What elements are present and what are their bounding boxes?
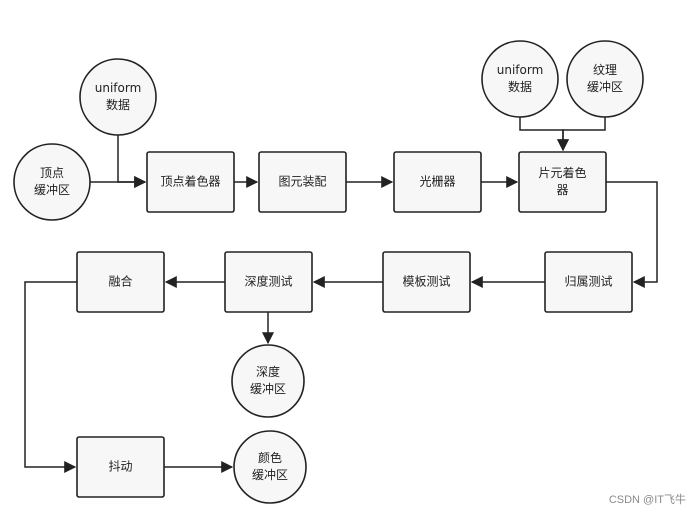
node-stencil-test: 模板测试 (382, 251, 471, 313)
node-depth-test-shape (224, 251, 313, 313)
edge-texture-buffer-to-fragment-shader (557, 117, 606, 152)
node-rasterizer-label-0: 光栅器 (419, 174, 455, 189)
node-texture-buffer-label-1: 缓冲区 (587, 79, 623, 94)
node-vertex-buffer-label-1: 缓冲区 (34, 182, 70, 197)
node-color-buffer-shape (233, 430, 307, 504)
edge-uniform-left-to-vertex-shader (117, 135, 147, 188)
node-uniform-left: uniform 数据 (79, 58, 157, 136)
node-primitive-assembly-shape (258, 151, 347, 213)
node-depth-buffer-label-0: 深度 (256, 364, 280, 379)
node-rasterizer-shape (393, 151, 482, 213)
node-ownership-test: 归属测试 (544, 251, 633, 313)
node-primitive-assembly: 图元装配 (258, 151, 347, 213)
node-vertex-buffer-label-0: 顶点 (40, 166, 64, 180)
node-depth-buffer-shape (231, 344, 305, 418)
node-uniform-left-label-0: uniform (95, 81, 142, 95)
node-fragment-shader-label-0: 片元着色 (538, 165, 586, 180)
edge-fragment-shader-to-ownership-test (606, 181, 658, 288)
edges-layer (24, 117, 658, 473)
node-color-buffer-label-0: 颜色 (258, 450, 282, 465)
node-uniform-right-label-1: 数据 (508, 79, 532, 94)
node-stencil-test-shape (382, 251, 471, 313)
node-uniform-right-shape (481, 40, 559, 118)
node-texture-buffer-shape (566, 40, 644, 118)
nodes-layer: uniform数据顶点缓冲区顶点着色器图元装配光栅器片元着色器uniform数据… (13, 40, 644, 504)
node-uniform-right-label-0: uniform (497, 63, 544, 77)
node-dithering: 抖动 (76, 436, 165, 498)
node-texture-buffer-label-0: 纹理 (593, 63, 617, 77)
node-uniform-left-label-1: 数据 (106, 97, 130, 112)
node-ownership-test-label-0: 归属测试 (564, 274, 612, 289)
node-depth-test-label-0: 深度测试 (244, 274, 292, 289)
node-rasterizer: 光栅器 (393, 151, 482, 213)
watermark: CSDN @IT飞牛 (608, 494, 686, 506)
edge-blending-to-dithering (24, 281, 77, 473)
node-vertex-shader-label-0: 顶点着色器 (160, 174, 220, 189)
node-fragment-shader-label-1: 器 (556, 183, 568, 197)
edge-uniform-right-to-fragment-shader (519, 117, 569, 152)
node-depth-test: 深度测试 (224, 251, 313, 313)
node-depth-buffer-label-1: 缓冲区 (250, 381, 286, 396)
node-blending-label-0: 融合 (108, 274, 132, 289)
node-vertex-shader: 顶点着色器 (146, 151, 235, 213)
node-primitive-assembly-label-0: 图元装配 (278, 175, 326, 189)
node-fragment-shader-shape (518, 151, 607, 213)
node-dithering-shape (76, 436, 165, 498)
node-blending-shape (76, 251, 165, 313)
node-vertex-buffer-shape (13, 143, 91, 221)
node-ownership-test-shape (544, 251, 633, 313)
node-uniform-left-shape (79, 58, 157, 136)
node-color-buffer-label-1: 缓冲区 (252, 467, 288, 482)
node-uniform-right: uniform 数据 (481, 40, 559, 118)
node-dithering-label-0: 抖动 (108, 460, 132, 474)
node-vertex-shader-shape (146, 151, 235, 213)
node-stencil-test-label-0: 模板测试 (402, 274, 450, 289)
node-blending: 融合 (76, 251, 165, 313)
